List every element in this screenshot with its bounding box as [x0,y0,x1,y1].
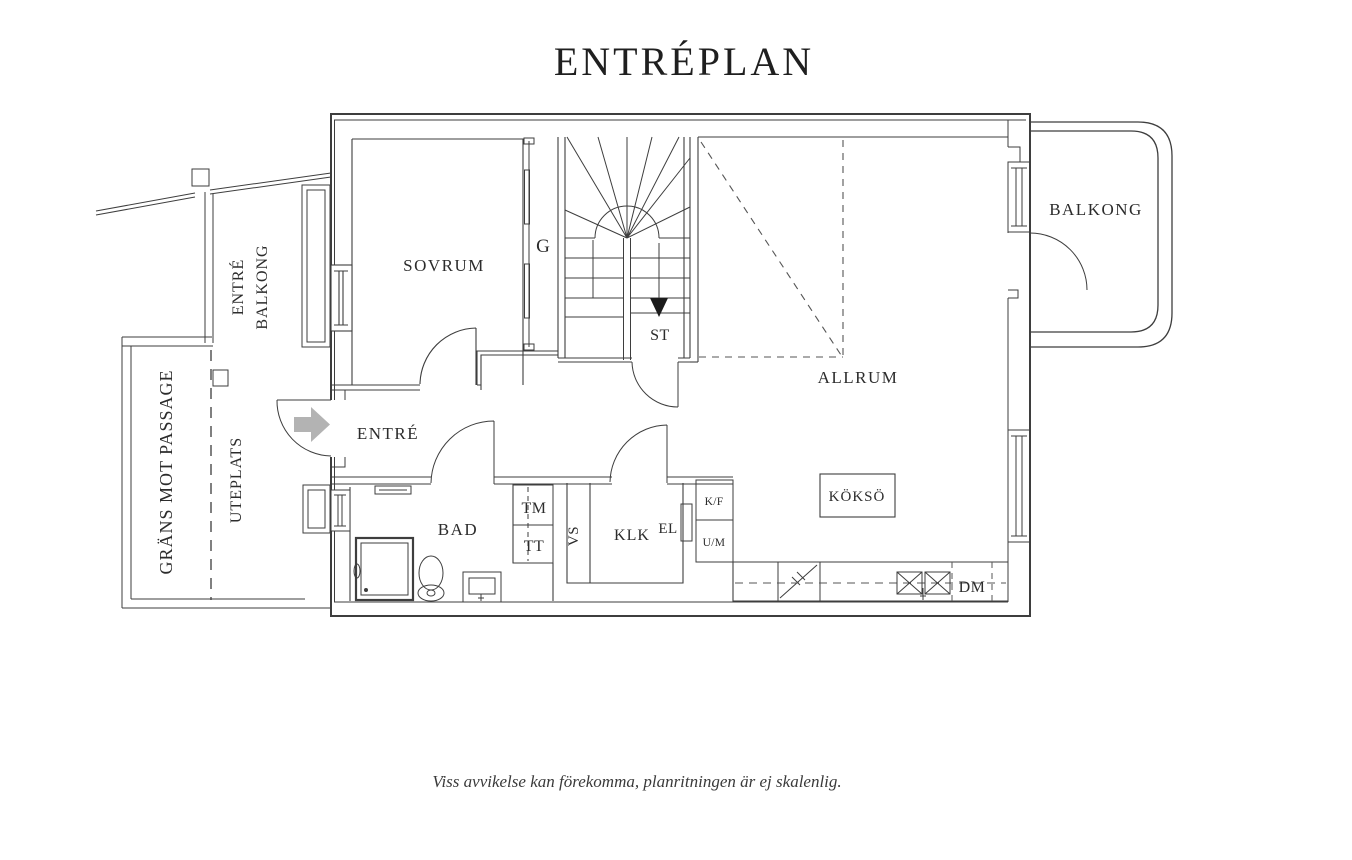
kokso-label: KÖKSÖ [829,488,886,505]
um-label: U/M [703,537,726,549]
entre-balkong-label: ENTRÉ BALKONG [228,244,271,329]
tt-label: TT [524,538,545,555]
sovrum-room [330,138,558,391]
kitchen-island [819,473,896,518]
bad-room [302,484,554,603]
porch-screen [301,184,331,348]
wardrobe-g [523,137,535,351]
uteplats-label: UTEPLATS [228,437,245,523]
dm-label: DM [959,579,986,596]
front-railing [95,168,332,387]
balcony-window [1007,161,1031,233]
railing-post [212,369,229,387]
bad-door [430,420,495,484]
hall-south-wall [331,476,733,485]
entre-label: ENTRÉ [357,424,419,443]
klk-room [566,483,693,584]
svg-text:ENTRÉ: ENTRÉ [228,259,247,316]
disclaimer-text: Viss avvikelse kan förekomma, planritnin… [432,772,842,791]
el-label: EL [658,521,677,537]
railing-post [191,168,210,187]
svg-text:BALKONG: BALKONG [254,244,271,329]
el-cabinet [680,503,693,542]
sovrum-label: SOVRUM [403,256,485,275]
kitchen-east-window [1007,429,1031,543]
balcony-door-arc [1029,232,1088,291]
entrance-arrow-icon [294,407,330,442]
kf-label: K/F [705,496,724,508]
washbasin [462,571,502,603]
grans-mot-passage-label: GRÄNS MOT PASSAGE [156,369,176,574]
kitchen-sink [896,571,951,600]
allrum-room [690,136,1008,363]
allrum-label: ALLRUM [818,368,899,387]
klk-label: KLK [614,527,650,544]
shower [353,536,415,602]
stair-down-arrow [650,298,668,317]
allrum-ceiling-dashed [699,140,844,358]
kitchen [695,473,1008,602]
washer-dryer-tower [512,484,554,564]
balcong-label: BALKONG [1049,200,1143,219]
st-label: ST [650,327,670,344]
toilet [417,555,445,602]
vs-label: VS [566,526,582,546]
staircase [557,136,691,408]
balcony-east [1007,121,1173,348]
wardrobe-g-label: G [536,236,550,257]
bad-label: BAD [438,520,478,539]
tm-label: TM [522,500,547,517]
klk-door [609,424,668,483]
uteplats-boundary [121,336,331,609]
page-title: ENTRÉPLAN [553,39,815,84]
balcony-slab-joint [1030,331,1032,348]
